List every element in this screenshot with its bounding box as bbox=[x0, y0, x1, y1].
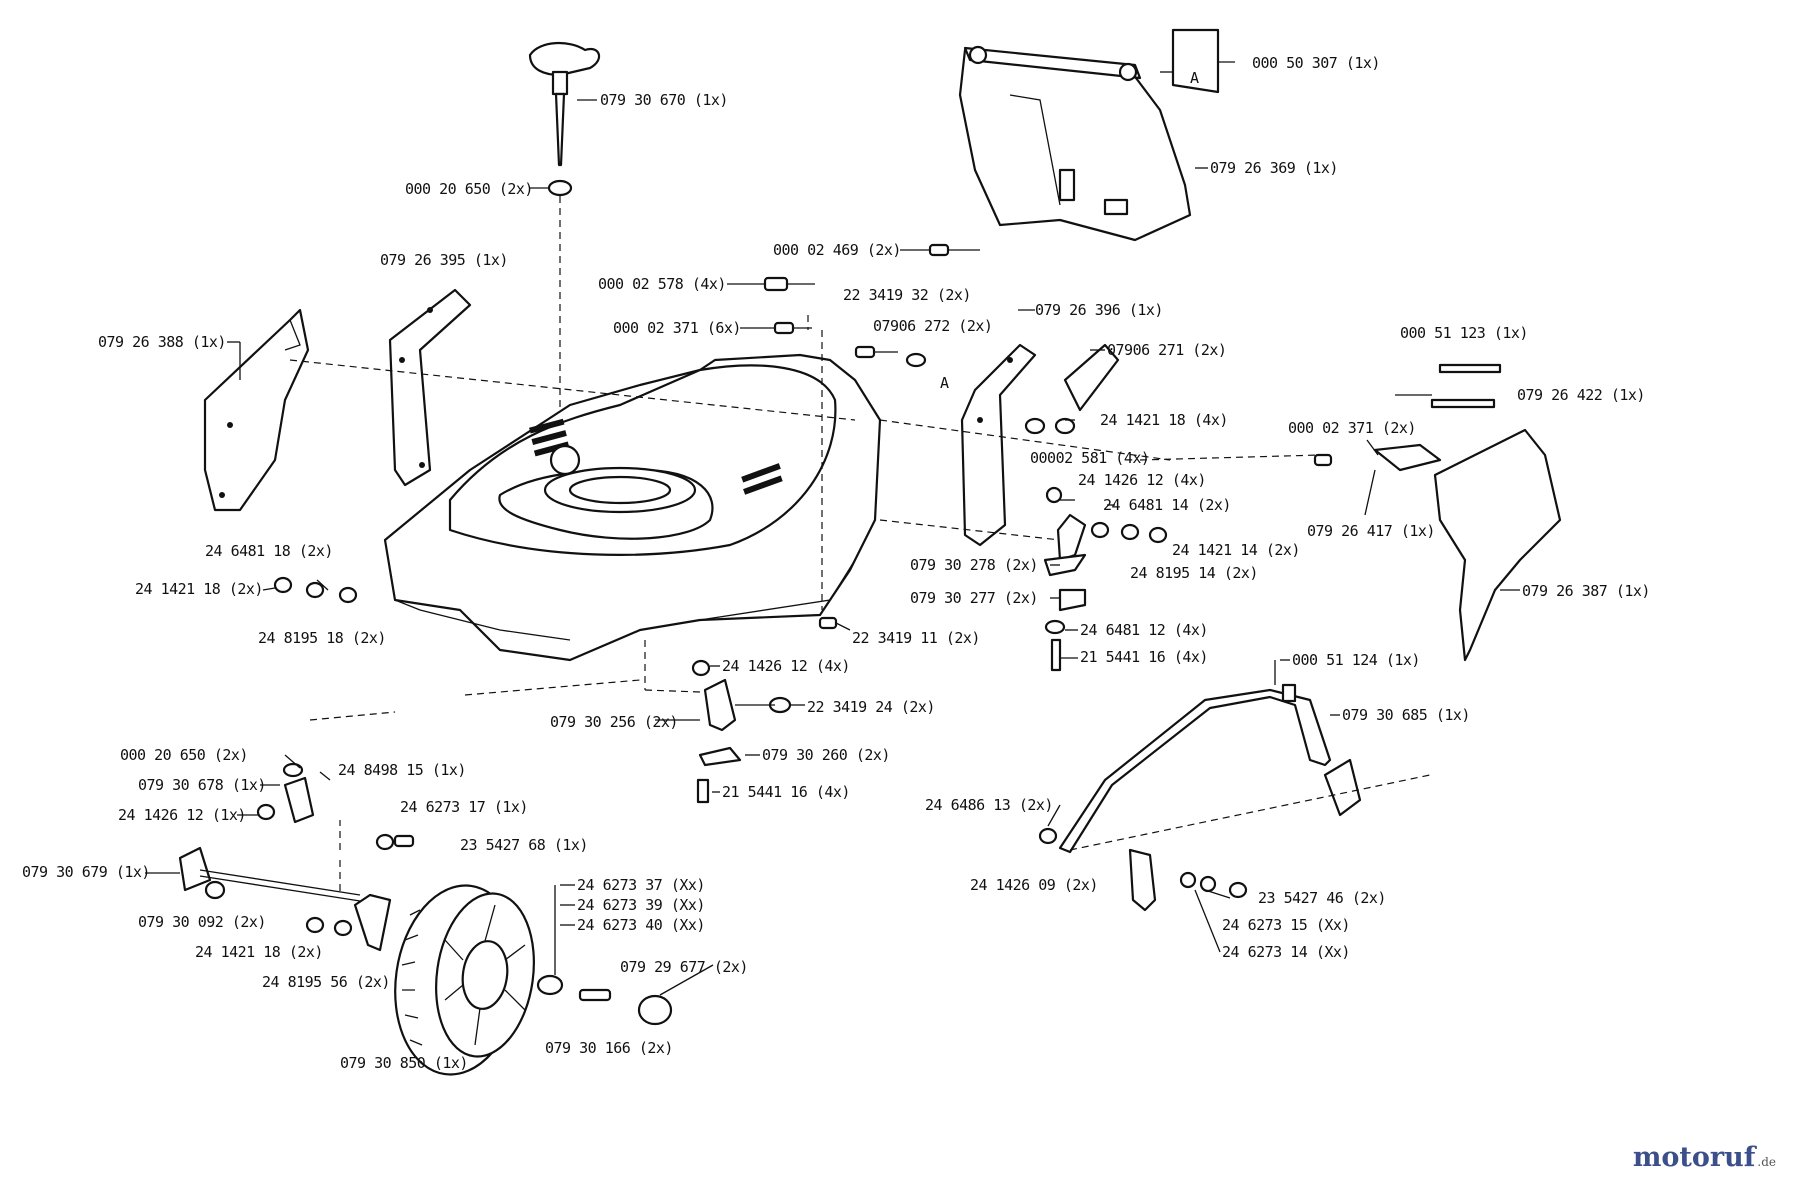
label-079-29-677: 079 29 677 (2x) bbox=[620, 958, 748, 976]
label-079-26-417: 079 26 417 (1x) bbox=[1307, 522, 1435, 540]
label-079-30-092: 079 30 092 (2x) bbox=[138, 913, 266, 931]
leader-lines bbox=[145, 99, 1520, 996]
label-24-1426-12-center: 24 1426 12 (4x) bbox=[722, 657, 850, 675]
label-000-02-469: 000 02 469 (2x) bbox=[773, 241, 901, 259]
label-000-02-371-6x: 000 02 371 (6x) bbox=[613, 319, 741, 337]
label-079-30-278: 079 30 278 (2x) bbox=[910, 556, 1038, 574]
label-079-30-277: 079 30 277 (2x) bbox=[910, 589, 1038, 607]
assembly-guides bbox=[309, 454, 1321, 850]
label-079-26-422: 079 26 422 (1x) bbox=[1517, 386, 1645, 404]
label-079-30-166: 079 30 166 (2x) bbox=[545, 1039, 673, 1057]
label-22-3419-11: 22 3419 11 (2x) bbox=[852, 629, 980, 647]
label-000-51-124: 000 51 124 (1x) bbox=[1292, 651, 1420, 669]
label-24-1421-14: 24 1421 14 (2x) bbox=[1172, 541, 1300, 559]
label-079-26-387: 079 26 387 (1x) bbox=[1522, 582, 1650, 600]
adjustment-knob bbox=[528, 41, 601, 555]
label-24-8195-14: 24 8195 14 (2x) bbox=[1130, 564, 1258, 582]
reference-mark-a-bracket: A bbox=[940, 374, 949, 392]
mower-deck bbox=[383, 315, 882, 662]
label-079-26-396: 079 26 396 (1x) bbox=[1035, 301, 1163, 319]
label-24-6273-40: 24 6273 40 (Xx) bbox=[577, 916, 705, 934]
label-079-30-670: 079 30 670 (1x) bbox=[600, 91, 728, 109]
label-22-3419-24: 22 3419 24 (2x) bbox=[807, 698, 935, 716]
label-24-6273-14: 24 6273 14 (Xx) bbox=[1222, 943, 1350, 961]
label-000-02-578: 000 02 578 (4x) bbox=[598, 275, 726, 293]
label-24-8498-15: 24 8498 15 (1x) bbox=[338, 761, 466, 779]
parts-drawing bbox=[145, 28, 1562, 1076]
label-000-20-650-left: 000 20 650 (2x) bbox=[120, 746, 248, 764]
label-24-8195-56: 24 8195 56 (2x) bbox=[262, 973, 390, 991]
reference-mark-a-bag: A bbox=[1190, 69, 1199, 87]
label-24-6486-13: 24 6486 13 (2x) bbox=[925, 796, 1053, 814]
wheel-assembly bbox=[178, 762, 673, 1076]
label-000-20-650-top: 000 20 650 (2x) bbox=[405, 180, 533, 198]
label-24-1426-12-right: 24 1426 12 (4x) bbox=[1078, 471, 1206, 489]
label-000-51-123: 000 51 123 (1x) bbox=[1400, 324, 1528, 342]
label-23-5427-68: 23 5427 68 (1x) bbox=[460, 836, 588, 854]
label-079-30-685: 079 30 685 (1x) bbox=[1342, 706, 1470, 724]
label-24-6273-39: 24 6273 39 (Xx) bbox=[577, 896, 705, 914]
logo-text: motoruf bbox=[1632, 1142, 1756, 1173]
rear-flap-right bbox=[1373, 363, 1562, 662]
label-24-1426-12-left: 24 1426 12 (1x) bbox=[118, 806, 246, 824]
label-24-1426-09: 24 1426 09 (2x) bbox=[970, 876, 1098, 894]
label-24-1421-18-4x: 24 1421 18 (4x) bbox=[1100, 411, 1228, 429]
grass-catcher bbox=[958, 28, 1235, 242]
label-24-6481-18: 24 6481 18 (2x) bbox=[205, 542, 333, 560]
brand-logo: motoruf.de bbox=[1633, 1142, 1776, 1173]
label-22-3419-32: 22 3419 32 (2x) bbox=[843, 286, 971, 304]
label-24-1421-18-wheel: 24 1421 18 (2x) bbox=[195, 943, 323, 961]
bracket-left bbox=[289, 288, 856, 487]
label-079-26-395: 079 26 395 (1x) bbox=[380, 251, 508, 269]
label-24-6481-12: 24 6481 12 (4x) bbox=[1080, 621, 1208, 639]
label-24-6273-17: 24 6273 17 (1x) bbox=[400, 798, 528, 816]
label-079-26-369: 079 26 369 (1x) bbox=[1210, 159, 1338, 177]
rear-flap-left bbox=[203, 308, 310, 512]
height-lever-center bbox=[698, 678, 775, 767]
label-24-8195-18: 24 8195 18 (2x) bbox=[258, 629, 386, 647]
push-handle bbox=[1038, 683, 1431, 912]
height-lever-right bbox=[1043, 513, 1087, 612]
label-24-6273-15: 24 6273 15 (Xx) bbox=[1222, 916, 1350, 934]
label-24-1421-18-left: 24 1421 18 (2x) bbox=[135, 580, 263, 598]
logo-suffix: .de bbox=[1757, 1155, 1776, 1169]
label-00002-581: 00002 581 (4x) bbox=[1030, 449, 1149, 467]
part-labels: 079 30 670 (1x) 000 20 650 (2x) 079 26 3… bbox=[22, 54, 1650, 1072]
label-24-6481-14: 24 6481 14 (2x) bbox=[1103, 496, 1231, 514]
label-079-26-388: 079 26 388 (1x) bbox=[98, 333, 226, 351]
label-07906-272: 07906 272 (2x) bbox=[873, 317, 992, 335]
label-21-5441-16-center: 21 5441 16 (4x) bbox=[722, 783, 850, 801]
label-07906-271: 07906 271 (2x) bbox=[1107, 341, 1226, 359]
label-079-30-260: 079 30 260 (2x) bbox=[762, 746, 890, 764]
label-23-5427-46: 23 5427 46 (2x) bbox=[1258, 889, 1386, 907]
label-24-6273-37: 24 6273 37 (Xx) bbox=[577, 876, 705, 894]
bracket-right bbox=[879, 343, 1171, 547]
label-21-5441-16-right: 21 5441 16 (4x) bbox=[1080, 648, 1208, 666]
label-000-02-371-2x: 000 02 371 (2x) bbox=[1288, 419, 1416, 437]
label-079-30-256: 079 30 256 (2x) bbox=[550, 713, 678, 731]
label-079-30-850: 079 30 850 (1x) bbox=[340, 1054, 468, 1072]
label-000-50-307: 000 50 307 (1x) bbox=[1252, 54, 1380, 72]
label-079-30-678: 079 30 678 (1x) bbox=[138, 776, 266, 794]
label-079-30-679: 079 30 679 (1x) bbox=[22, 863, 150, 881]
